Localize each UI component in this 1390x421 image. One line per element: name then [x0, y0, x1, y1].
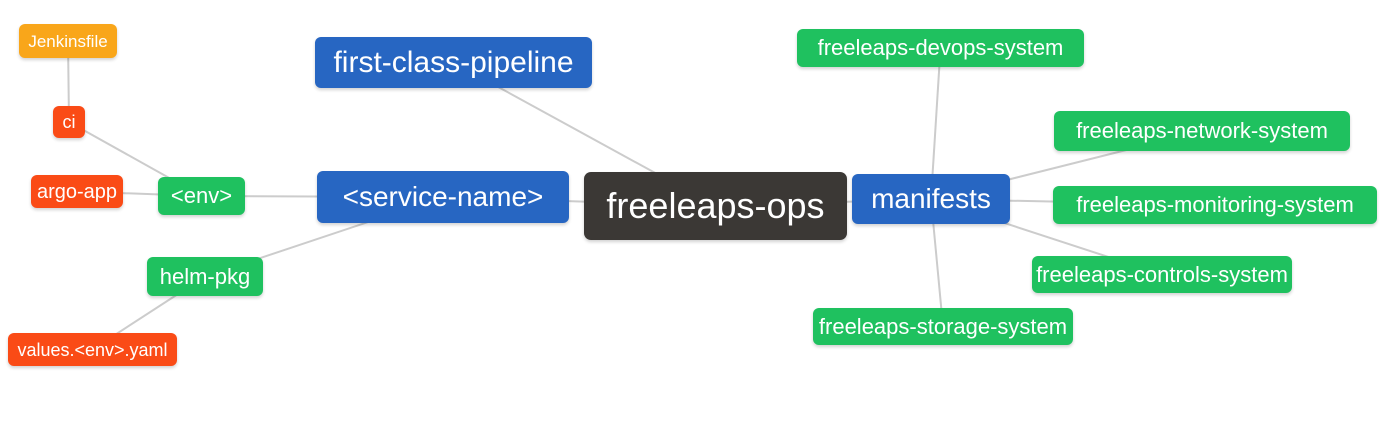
node-argo-app[interactable]: argo-app	[31, 175, 123, 208]
node-freeleaps-devops-system[interactable]: freeleaps-devops-system	[797, 29, 1084, 67]
node-freeleaps-storage-system[interactable]: freeleaps-storage-system	[813, 308, 1073, 345]
node-service-name[interactable]: <service-name>	[317, 171, 569, 223]
node-freeleaps-network-system[interactable]: freeleaps-network-system	[1054, 111, 1350, 151]
edge-manifests-devops_system	[930, 47, 942, 200]
node-ci[interactable]: ci	[53, 106, 85, 138]
node-env[interactable]: <env>	[158, 177, 245, 215]
node-first-class-pipeline[interactable]: first-class-pipeline	[315, 37, 592, 88]
node-freeleaps-controls-system[interactable]: freeleaps-controls-system	[1032, 256, 1292, 293]
node-freeleaps-ops[interactable]: freeleaps-ops	[584, 172, 847, 240]
node-manifests[interactable]: manifests	[852, 174, 1010, 224]
node-freeleaps-monitoring-system[interactable]: freeleaps-monitoring-system	[1053, 186, 1377, 224]
node-jenkinsfile[interactable]: Jenkinsfile	[19, 24, 117, 58]
node-values-env-yaml[interactable]: values.<env>.yaml	[8, 333, 177, 366]
node-helm-pkg[interactable]: helm-pkg	[147, 257, 263, 296]
